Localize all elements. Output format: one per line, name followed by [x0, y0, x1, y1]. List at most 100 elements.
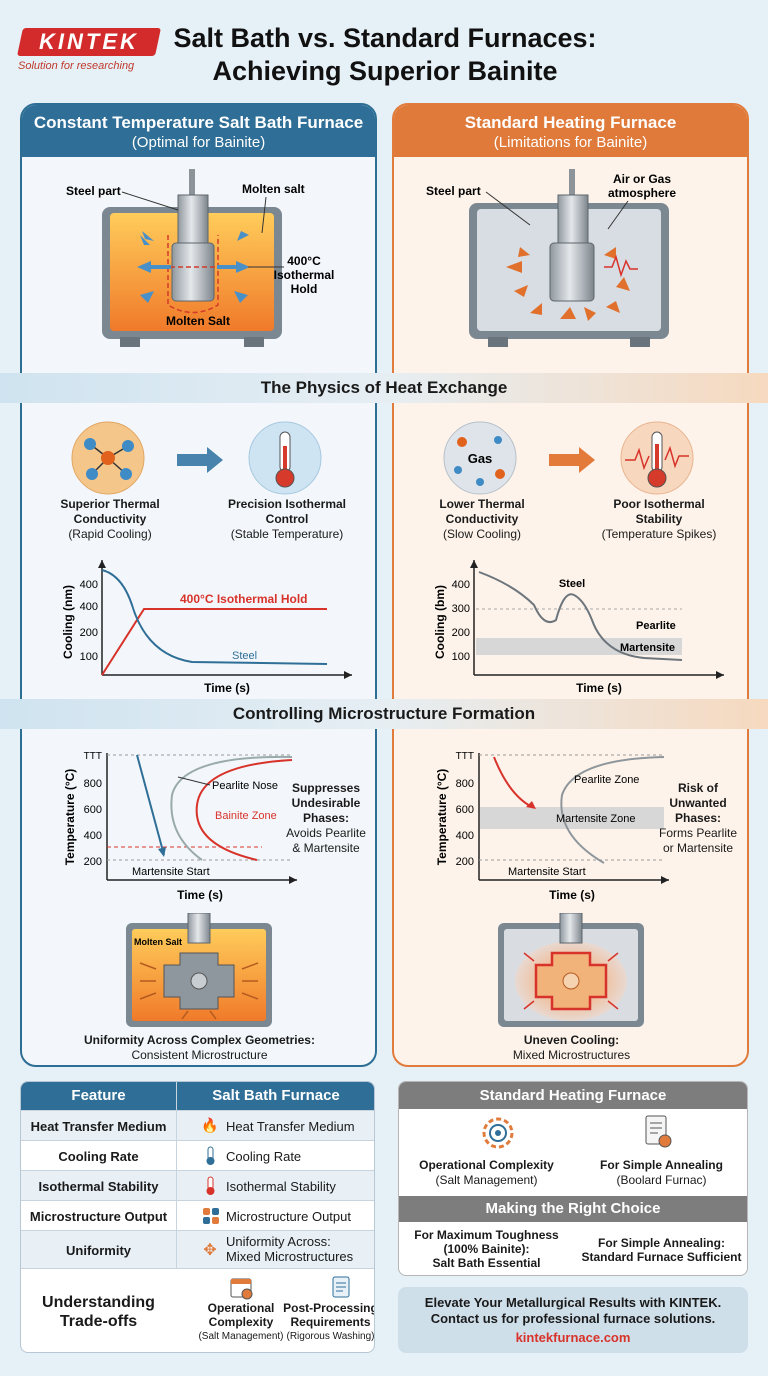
table-cell: Uniformity Across: Mixed Microstructures	[226, 1234, 354, 1264]
logo-tagline: Solution for researching	[18, 60, 135, 72]
salt-management-label: (Salt Management)	[198, 1331, 284, 1342]
tick: 100	[80, 651, 98, 663]
cta-line-2: Contact us for professional furnace solu…	[430, 1311, 716, 1326]
hold-label-3: Hold	[291, 282, 318, 296]
cta-line-1: Elevate Your Metallurgical Results with …	[424, 1295, 722, 1310]
tick: 800	[456, 778, 474, 790]
tick: 200	[456, 856, 474, 868]
steel-cooling-line	[101, 569, 328, 665]
salt-management-label: (Salt Management)	[435, 1173, 538, 1187]
suppresses-phases-note: Suppresses Undesirable Phases: Avoids Pe…	[286, 781, 366, 855]
standard-furnace-title: Standard Heating Furnace	[464, 113, 677, 132]
molecule-icon	[71, 421, 145, 495]
summary-title: Standard Heating Furnace	[399, 1082, 747, 1109]
salt-bath-panel: Constant Temperature Salt Bath Furnace (…	[20, 103, 377, 1067]
risk-phases-note: Risk of Unwanted Phases: Forms Pearlite …	[658, 781, 738, 855]
microstructure-section-title: Controlling Microstructure Formation	[232, 704, 536, 723]
table-cell: Isothermal Stability	[226, 1179, 336, 1194]
tick: 200	[80, 627, 98, 639]
thermometer-icon	[206, 1146, 215, 1165]
operational-complexity-label: Operational Complexity	[419, 1158, 554, 1172]
table-row: Heat Transfer Medium 🔥 Heat Transfer Med…	[21, 1110, 374, 1140]
hold-line-label: 400°C Isothermal Hold	[180, 592, 308, 606]
uneven-cooling-title: Uneven Cooling:	[523, 1033, 620, 1047]
steel-part-label: Steel part	[426, 184, 481, 198]
physics-section-title: The Physics of Heat Exchange	[260, 378, 508, 397]
ttt-y-label: Temperature (°C)	[435, 769, 449, 866]
table-header-feature: Feature	[21, 1082, 176, 1110]
standard-furnace-diagram: Steel part Air or Gas atmosphere	[426, 169, 676, 347]
bainite-zone-label: Bainite Zone	[215, 810, 277, 822]
steel-label: Steel	[559, 578, 585, 590]
cooling-x-label: Time (s)	[204, 681, 250, 695]
comparison-table: Feature Salt Bath Furnace Heat Transfer …	[20, 1081, 375, 1353]
heat-arrows	[506, 247, 630, 321]
superior-conductivity-label: Superior Thermal Conductivity	[60, 497, 160, 526]
salt-bath-subtitle: (Optimal for Bainite)	[131, 134, 266, 151]
tick: 400	[452, 579, 470, 591]
tick: TTT	[456, 751, 474, 762]
steel-line-label: Steel	[232, 650, 257, 662]
table-cell: Uniformity	[66, 1243, 131, 1258]
atmosphere-label-2: atmosphere	[608, 186, 676, 200]
table-divider	[176, 1082, 177, 1268]
isothermal-hold-line	[101, 608, 327, 676]
website-link[interactable]: kintekfurnace.com	[515, 1330, 631, 1345]
tick: 600	[84, 804, 102, 816]
arrow-right-icon	[549, 447, 595, 473]
gas-label: Gas	[468, 451, 493, 466]
post-processing-label: Post-Processing Requirements	[283, 1301, 375, 1329]
flow-arrows	[137, 231, 250, 303]
tick: 600	[456, 804, 474, 816]
table-cell: Microstructure Output	[226, 1209, 351, 1224]
rigorous-washing-label: (Rigorous Washing)	[286, 1331, 375, 1342]
martensite-label: Martensite	[620, 642, 675, 654]
table-cell: Cooling Rate	[226, 1149, 302, 1164]
steel-cooling-line	[478, 571, 683, 661]
ttt-y-label: Temperature (°C)	[63, 769, 77, 866]
stable-temperature-label: (Stable Temperature)	[230, 527, 344, 541]
table-cell: Heat Transfer Medium	[226, 1119, 355, 1134]
lower-conductivity-label: Lower Thermal Conductivity	[439, 497, 525, 526]
rapid-cooling-label: (Rapid Cooling)	[68, 527, 152, 541]
ttt-x-label: Time (s)	[549, 888, 595, 902]
salt-bath-header: Constant Temperature Salt Bath Furnace (…	[22, 105, 375, 157]
ttt-x-label: Time (s)	[177, 888, 223, 902]
pearlite-nose-label: Pearlite Nose	[212, 780, 278, 792]
thermometer-icon	[206, 1176, 215, 1195]
table-row: Microstructure Output Microstructure Out…	[21, 1200, 374, 1230]
martensite-zone-label: Martensite Zone	[556, 813, 635, 825]
salt-bath-diagram: Steel part Molten salt 400°C Isothermal …	[66, 169, 334, 347]
tick: 800	[84, 778, 102, 790]
table-header-salt-bath: Salt Bath Furnace	[176, 1082, 374, 1110]
mixed-microstructures-label: Mixed Microstructures	[512, 1048, 631, 1062]
consistent-microstructure-label: Consistent Microstructure	[131, 1048, 268, 1062]
arrows-icon: ✥	[203, 1242, 217, 1259]
standard-furnace-panel: Standard Heating Furnace (Limitations fo…	[392, 103, 749, 1067]
max-toughness-choice: For Maximum Toughness (100% Bainite): Sa…	[414, 1228, 559, 1270]
hold-label-1: 400°C	[287, 254, 321, 268]
physics-band: The Physics of Heat Exchange	[0, 373, 768, 403]
standard-ttt-chart: Temperature (°C) TTT 800 600 400 200 Pea…	[435, 751, 669, 902]
martensite-start-label: Martensite Start	[132, 866, 210, 878]
tradeoffs-label: Understanding Trade-offs	[42, 1294, 155, 1330]
right-choice-title: Making the Right Choice	[399, 1196, 747, 1222]
boolard-furnac-label: (Boolard Furnac)	[616, 1173, 707, 1187]
molten-salt-bottom-label: Molten Salt	[166, 314, 230, 328]
cta-box: Elevate Your Metallurgical Results with …	[398, 1287, 748, 1353]
steel-part-label: Steel part	[66, 184, 121, 198]
atmosphere-label-1: Air or Gas	[613, 172, 671, 186]
slow-cooling-label: (Slow Cooling)	[442, 527, 522, 541]
microstructure-band: Controlling Microstructure Formation	[0, 699, 768, 729]
simple-annealing-choice: For Simple Annealing: Standard Furnace S…	[581, 1236, 742, 1264]
tick: 200	[84, 856, 102, 868]
tick: 400	[80, 579, 98, 591]
poor-stability-label: Poor Isothermal Stability	[613, 497, 705, 526]
salt-bath-cooling-chart: Cooling (nm) 400 400 200 100 400°C Isoth…	[61, 560, 352, 695]
pearlite-zone-label: Pearlite Zone	[574, 774, 639, 786]
pearlite-label: Pearlite	[636, 620, 676, 632]
grid-icon	[203, 1208, 219, 1224]
table-row: Uniformity ✥ Uniformity Across: Mixed Mi…	[21, 1230, 374, 1268]
document-icon	[332, 1276, 350, 1298]
molten-salt-small-label: Molten Salt	[134, 937, 182, 947]
